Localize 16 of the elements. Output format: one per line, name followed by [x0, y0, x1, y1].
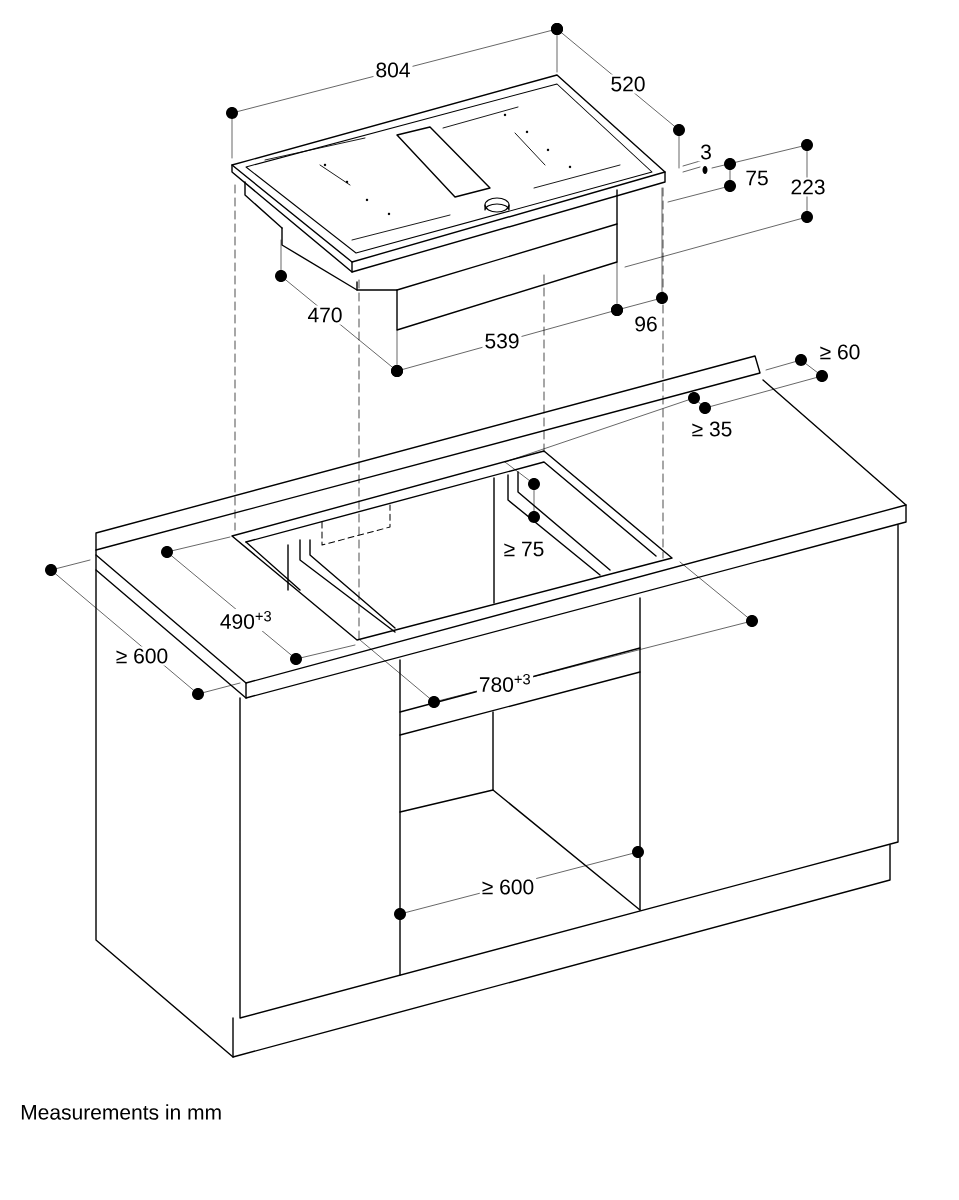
dimension-label: ≥ 75	[501, 539, 547, 559]
dimension-label: 223	[788, 177, 828, 197]
dimension-label: 96	[632, 314, 660, 334]
dimension-label: 780$^{+3}$	[476, 672, 534, 694]
dimension-label: 520	[608, 74, 648, 94]
dimension-label: 470	[305, 305, 345, 325]
dimension-label: 75	[743, 168, 771, 188]
caption: Measurements in mm	[21, 1104, 221, 1120]
dimension-label: 490$^{+3}$	[217, 609, 275, 631]
dimension-label: 804	[373, 60, 413, 80]
dimension-label: 539	[482, 331, 522, 351]
dimension-label: ≥ 35	[689, 419, 735, 439]
dimension-label: ≥ 600	[479, 877, 537, 897]
dimension-label: ≥ 600	[113, 646, 171, 666]
dimension-label: ≥ 60	[817, 342, 863, 362]
dimension-label: 3	[698, 142, 714, 162]
